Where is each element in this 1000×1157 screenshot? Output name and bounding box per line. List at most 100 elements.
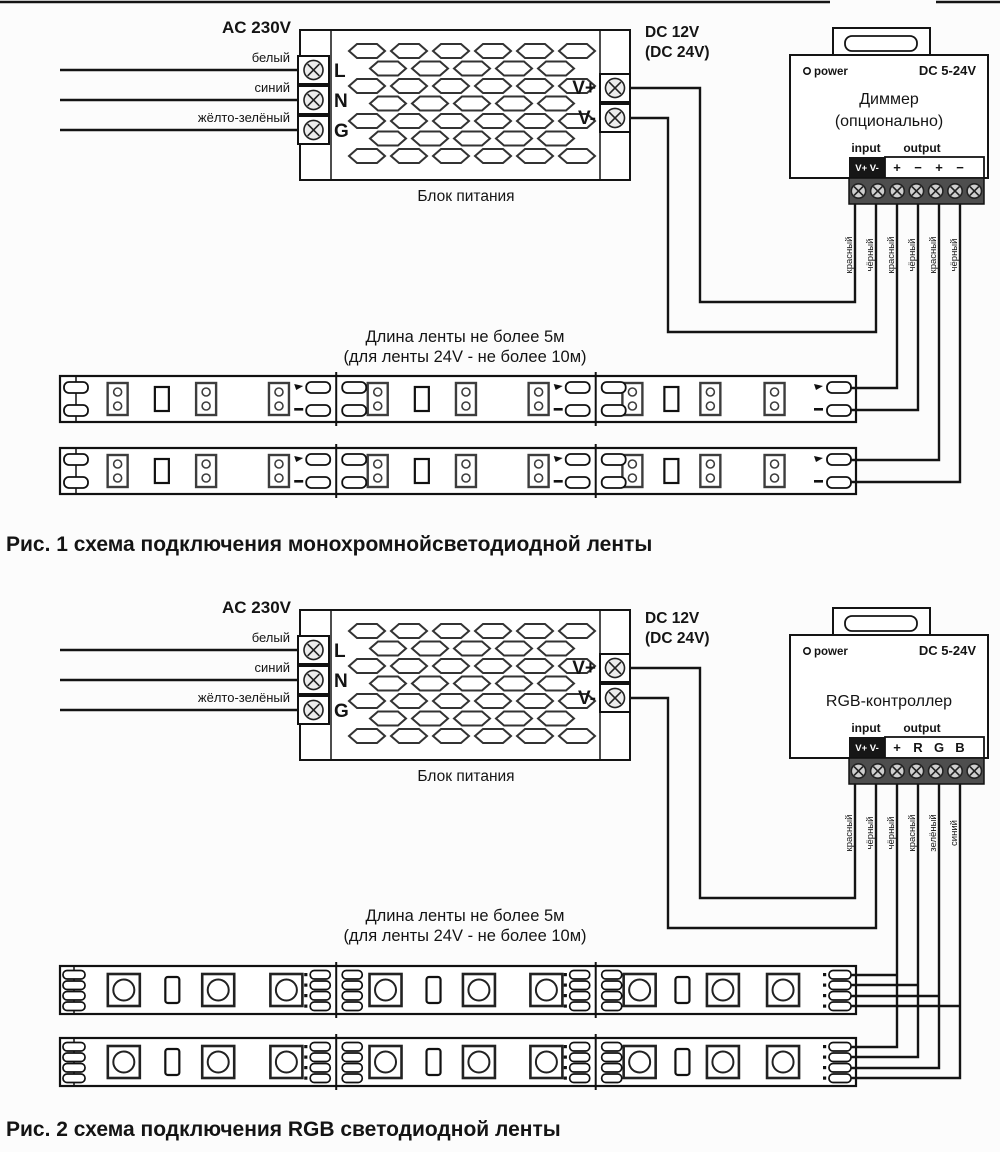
screw-terminal [297,85,330,115]
led-icon [621,453,644,489]
psu-terminal-vplus: V+ [572,78,596,99]
polarity-dot [823,994,827,998]
vplus-wire [630,86,857,304]
solder-pad [309,1062,332,1073]
vent-hole [431,623,471,639]
device-tab-slot [844,615,918,632]
output-terminal-2: R [913,740,923,755]
vminus-wire [630,116,878,334]
vent-hole [473,148,513,164]
vent-hole [473,43,513,59]
screw-icon [303,119,324,141]
screw-icon [889,183,906,200]
vent-hole [536,640,576,657]
vent-hole [389,658,429,674]
solder-pad [826,453,852,466]
polarity-plus-mark [294,456,304,462]
led-icon [194,453,218,489]
resistor-icon [425,975,442,1005]
polarity-plus-mark [553,384,563,390]
vent-hole [473,728,513,744]
polarity-plus-mark [553,456,563,462]
solder-pad [568,1052,591,1063]
solder-pad [600,980,623,991]
vent-hole [536,710,576,727]
psu-terminal-vplus: V+ [572,658,596,679]
led-strip-row-1 [58,372,858,426]
rgb-led-icon [622,972,657,1008]
output-wire-3 [850,204,941,462]
polarity-dot [563,1004,567,1008]
figure-2-rgb: AC 230V белый синий жёлто-зелёный L N G … [6,598,989,1141]
vent-hole [557,623,597,639]
solder-pad [564,476,591,489]
polarity-dot [304,983,308,987]
led-icon [763,381,786,417]
led-icon [699,453,722,489]
solder-pad [341,381,368,394]
solder-pad [341,969,364,980]
vent-hole [494,710,534,727]
polarity-dot [823,1066,827,1070]
led-strip-row-2 [58,444,858,498]
polarity-dot [563,1076,567,1080]
solder-pad [341,980,364,991]
vent-hole [452,640,492,657]
screw-terminal [599,653,631,683]
screw-terminal [599,683,631,713]
wire-color-label: зелёный [928,814,939,851]
screw-terminal [297,695,330,725]
device-tab-slot [844,35,918,52]
polarity-dot [823,973,827,977]
dc-voltage-label: DC 12V [645,24,700,41]
vent-hole [431,78,471,94]
vent-hole [368,710,408,727]
solder-pad [341,404,368,417]
rgb-led-icon [269,972,304,1008]
led-icon [366,381,389,417]
vent-hole [473,78,513,94]
solder-pad [341,1052,364,1063]
led-icon [527,453,550,489]
ac-wire-label-blue: синий [255,660,290,675]
rgb-led-icon [368,972,403,1008]
solder-pad [62,1062,86,1073]
rgb-led-icon [106,1044,142,1080]
output-terminal-1: + [893,740,901,755]
device-voltage-label: DC 5-24V [919,63,976,78]
psu-caption: Блок питания [417,768,514,785]
psu-terminal-g: G [334,121,349,142]
solder-pad [63,453,89,466]
vent-hole [410,60,450,77]
resistor-icon [153,385,170,413]
polarity-dot [563,1045,567,1049]
resistor-icon [674,1047,691,1077]
vent-hole [347,623,387,639]
wire-color-label: красный [907,815,918,852]
vent-hole [557,43,597,59]
screw-icon [869,183,886,200]
polarity-minus-mark [553,480,563,483]
solder-pad [828,1001,852,1012]
dc-voltage-label-alt: (DC 24V) [645,630,710,647]
ac-wire-label-white: белый [252,50,290,65]
screw-icon [850,183,867,200]
screw-icon [604,657,626,679]
solder-pad [600,1001,623,1012]
vent-hole [410,675,450,692]
polarity-plus-mark [814,384,823,390]
polarity-dot [304,1076,308,1080]
vent-hole [431,113,471,129]
psu-terminal-vminus: V- [578,688,596,709]
solder-pad [62,980,86,991]
device-subtitle: (опционально) [835,113,943,130]
output-wire-2 [850,204,920,412]
output-terminal-3: + [935,160,943,175]
solder-pad [341,1062,364,1073]
wire-color-label: чёрный [865,239,876,272]
vent-hole [515,113,555,129]
solder-pad [309,980,332,991]
input-terminal-strip [849,157,885,178]
